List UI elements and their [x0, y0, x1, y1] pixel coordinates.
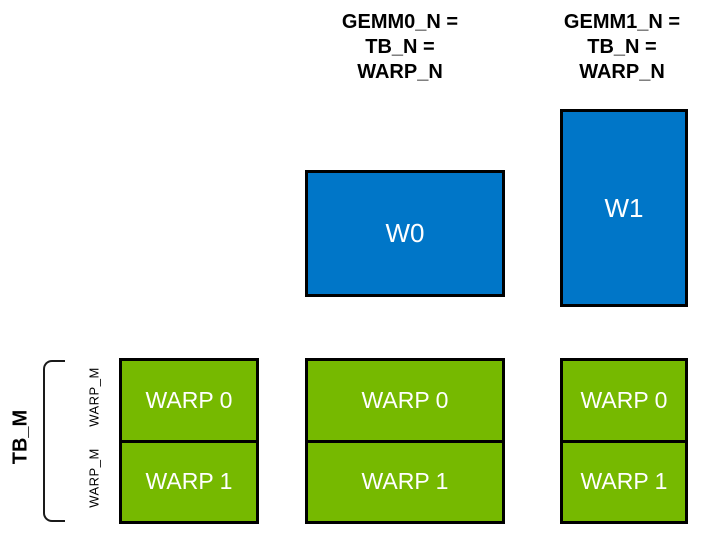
warp-tile-col3-warp1: WARP 1 [563, 442, 685, 521]
warp-tile-column-2: WARP 0 WARP 1 [305, 358, 505, 524]
accumulator-tile-w1-label: W1 [604, 192, 644, 223]
accumulator-tile-w1: W1 [560, 109, 688, 307]
tbm-bracket [43, 360, 65, 522]
warp-tile-col3-warp0: WARP 0 [563, 361, 685, 440]
warpm-axis-label-bottom: WARP_M [86, 448, 102, 508]
tbm-axis-label: TB_M [9, 409, 32, 465]
warp-tile-column-3: WARP 0 WARP 1 [560, 358, 688, 524]
warp-tile-col2-warp0: WARP 0 [308, 361, 502, 440]
accumulator-tile-w0-label: W0 [385, 218, 425, 248]
warp-tile-col2-warp1: WARP 1 [308, 442, 502, 521]
column-header-gemm0: GEMM0_N = TB_N = WARP_N [341, 11, 459, 83]
warp-tile-column-1: WARP 0 WARP 1 [119, 358, 259, 524]
accumulator-tile-w0: W0 [305, 170, 505, 297]
warp-tile-col1-warp0: WARP 0 [122, 361, 256, 440]
warp-tile-col1-warp1: WARP 1 [122, 442, 256, 521]
warpm-axis-label-top: WARP_M [86, 367, 102, 427]
column-header-gemm1: GEMM1_N = TB_N = WARP_N [563, 11, 681, 83]
